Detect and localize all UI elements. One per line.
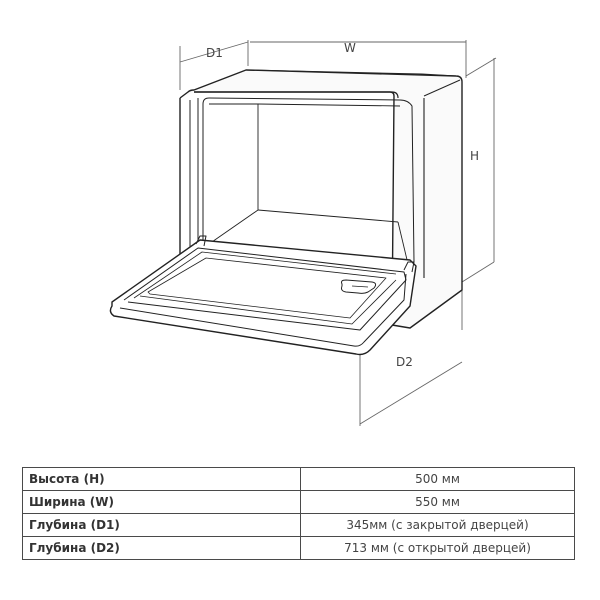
label-d1: D1 <box>206 46 223 60</box>
table-row: Глубина (D1) 345мм (с закрытой дверцей) <box>22 513 575 537</box>
spec-value: 345мм (с закрытой дверцей) <box>300 513 575 537</box>
dishwasher-body <box>179 69 463 329</box>
table-row: Высота (H) 500 мм <box>22 467 575 491</box>
dishwasher-dimension-drawing: D1 W H D2 <box>109 40 497 426</box>
label-w: W <box>344 41 356 55</box>
spec-name: Глубина (D2) <box>22 536 301 560</box>
open-door <box>109 235 417 356</box>
dimension-lines <box>179 40 497 426</box>
spec-value: 713 мм (с открытой дверцей) <box>300 536 575 560</box>
spec-name: Высота (H) <box>22 467 301 491</box>
table-row: Глубина (D2) 713 мм (с открытой дверцей) <box>22 536 575 560</box>
specs-table: Высота (H) 500 мм Ширина (W) 550 мм Глуб… <box>22 467 575 560</box>
label-h: H <box>470 149 479 163</box>
table-row: Ширина (W) 550 мм <box>22 490 575 514</box>
label-d2: D2 <box>396 355 413 369</box>
spec-value: 550 мм <box>300 490 575 514</box>
spec-name: Ширина (W) <box>22 490 301 514</box>
spec-name: Глубина (D1) <box>22 513 301 537</box>
spec-value: 500 мм <box>300 467 575 491</box>
